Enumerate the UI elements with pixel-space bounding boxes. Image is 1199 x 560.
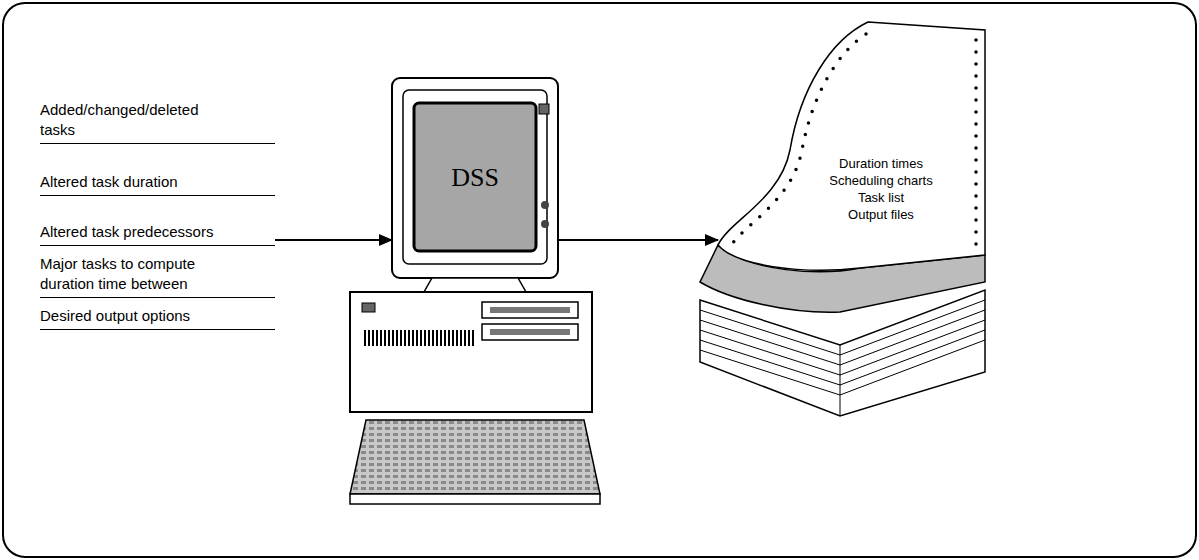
input-item: Added/changed/deleted tasks xyxy=(40,100,275,144)
output-item: Scheduling charts xyxy=(796,172,966,189)
flow-arrow xyxy=(275,239,392,241)
stack-sheet-edges xyxy=(700,300,985,416)
printout-text-column: Duration timesScheduling chartsTask list… xyxy=(796,155,966,223)
unit-badge xyxy=(362,303,375,312)
vent-grille xyxy=(364,330,474,346)
monitor-badge xyxy=(539,104,549,114)
monitor-knob xyxy=(541,220,549,228)
frame xyxy=(3,3,1196,557)
keyboard-front xyxy=(350,494,600,504)
dss-monitor: DSS xyxy=(392,78,558,278)
sprocket-holes xyxy=(974,40,978,248)
input-item: Major tasks to compute duration time bet… xyxy=(40,254,275,298)
monitor-case xyxy=(392,78,558,278)
sprocket-holes xyxy=(732,34,866,244)
input-list: Added/changed/deleted tasksAltered task … xyxy=(40,95,275,335)
input-item: Altered task duration xyxy=(40,172,275,196)
output-item: Duration times xyxy=(796,155,966,172)
disk-drive xyxy=(482,302,578,318)
disk-slot xyxy=(490,329,570,335)
monitor-bezel xyxy=(403,90,547,264)
monitor-knob xyxy=(541,201,549,209)
output-item: Output files xyxy=(796,206,966,223)
disk-slot xyxy=(490,307,570,313)
system-unit xyxy=(350,292,592,412)
input-item: Altered task predecessors xyxy=(40,222,275,246)
input-item: Desired output options xyxy=(40,306,275,330)
screen-label: DSS xyxy=(451,164,499,193)
monitor-stand xyxy=(424,278,526,292)
keyboard xyxy=(350,420,600,494)
printout: Duration timesScheduling chartsTask list… xyxy=(718,130,985,250)
top-sheet xyxy=(718,22,985,270)
disk-drive xyxy=(482,324,578,340)
output-item: Task list xyxy=(796,189,966,206)
monitor-screen xyxy=(414,103,536,251)
flow-arrow xyxy=(558,239,718,241)
